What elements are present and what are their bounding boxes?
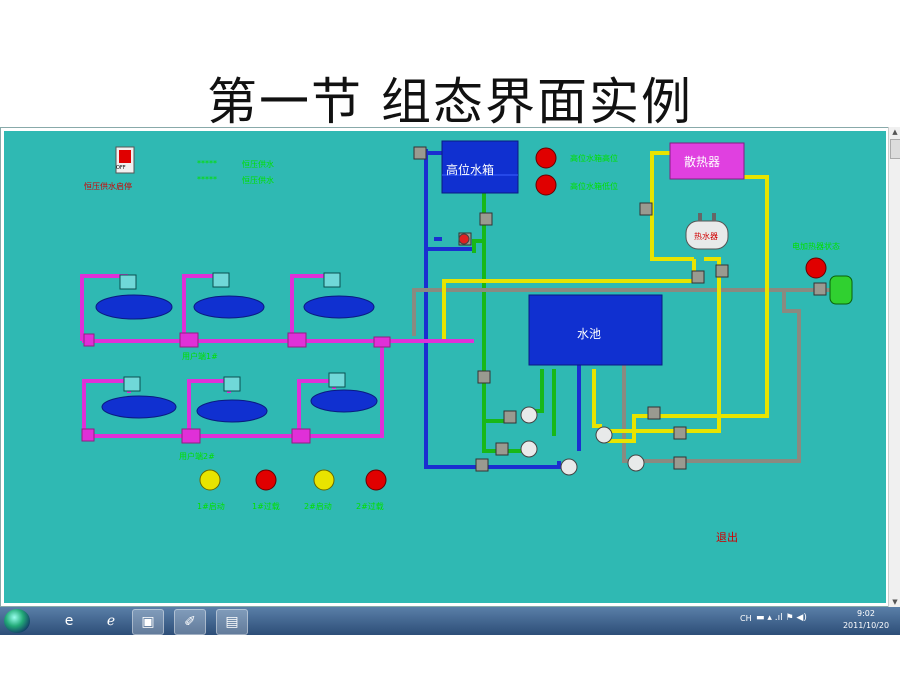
pumps [458, 233, 645, 476]
vertical-scrollbar[interactable]: ▲ ▼ [888, 127, 900, 607]
taskbar: e ℯ ▣ ✐ ▤ CH ▬ ▴ .ıl ⚑ ◀) 9:02 2011/10/2… [0, 607, 900, 635]
top-indicator-lights [535, 147, 827, 279]
bottom-indicator-label-4: 2#过载 [356, 502, 384, 511]
top-indicator-label-2: 高位水箱低位 [570, 182, 618, 191]
switch-state: OFF [116, 165, 126, 171]
clock-time[interactable]: 9:02 [857, 609, 875, 618]
system-tray: CH ▬ ▴ .ıl ⚑ ◀) 9:02 2011/10/20 [740, 607, 900, 635]
top-indicator-label-1: 高位水箱高位 [570, 154, 618, 163]
taskbar-ie-alt-icon[interactable]: ℯ [106, 613, 116, 629]
switch-label: 恒压供水启停 [84, 182, 132, 191]
bottom-indicator-label-3: 2#启动 [304, 502, 332, 511]
hmi-window: OFF 恒压供水启停 ***** 恒压供水 ***** 恒压供水 高位水箱 散热… [0, 127, 900, 607]
heater-label: 热水器 [694, 232, 718, 241]
pool-label: 水池 [577, 327, 602, 341]
bottom-indicator-lights [199, 469, 387, 491]
heater-cylinder [685, 220, 729, 250]
magenta-tees [81, 332, 391, 444]
right-pump-drum [829, 275, 853, 305]
status-label-1: 恒压供水 [242, 160, 274, 169]
taskbar-tool-icon[interactable]: ✐ [174, 609, 206, 635]
slide-bottom-margin [0, 635, 900, 675]
slide-title: 第一节 组态界面实例 [207, 73, 693, 131]
status-value-2: ***** [197, 175, 217, 184]
radiator-box [669, 142, 745, 180]
yellow-pipes [442, 151, 769, 443]
language-indicator[interactable]: CH [740, 614, 752, 623]
user-group-2-label: 用户端2# [179, 452, 215, 461]
taskbar-presentation-icon[interactable]: ▣ [132, 609, 164, 635]
bottom-indicator-label-2: 1#过载 [252, 502, 280, 511]
scroll-up-icon[interactable]: ▲ [892, 128, 898, 136]
high-tank [441, 140, 519, 194]
status-label-2: 恒压供水 [242, 176, 274, 185]
right-indicator-label: 电加热器状态 [792, 242, 840, 251]
scada-canvas: OFF 恒压供水启停 ***** 恒压供水 ***** 恒压供水 高位水箱 散热… [4, 131, 886, 603]
status-value-1: ***** [197, 159, 217, 168]
tray-icons[interactable]: ▬ ▴ .ıl ⚑ ◀) [756, 613, 807, 623]
pool-tank [528, 294, 663, 366]
taskbar-window-app-icon[interactable]: ▤ [216, 609, 248, 635]
clock-date[interactable]: 2011/10/20 [842, 621, 890, 630]
taskbar-ie-icon[interactable]: e [64, 613, 74, 629]
user-ponds [95, 294, 378, 423]
high-tank-label: 高位水箱 [446, 163, 495, 177]
exit-button[interactable]: 退出 [716, 531, 738, 544]
scroll-thumb[interactable] [890, 139, 900, 159]
start-button[interactable] [4, 609, 30, 633]
pipe-network [80, 140, 853, 491]
radiator-label: 散热器 [684, 155, 721, 169]
pond-valves [119, 272, 346, 392]
bottom-indicator-label-1: 1#启动 [197, 502, 225, 511]
scroll-down-icon[interactable]: ▼ [892, 598, 898, 606]
blue-pipes [414, 149, 581, 469]
user-group-1-label: 用户端1# [182, 352, 218, 361]
